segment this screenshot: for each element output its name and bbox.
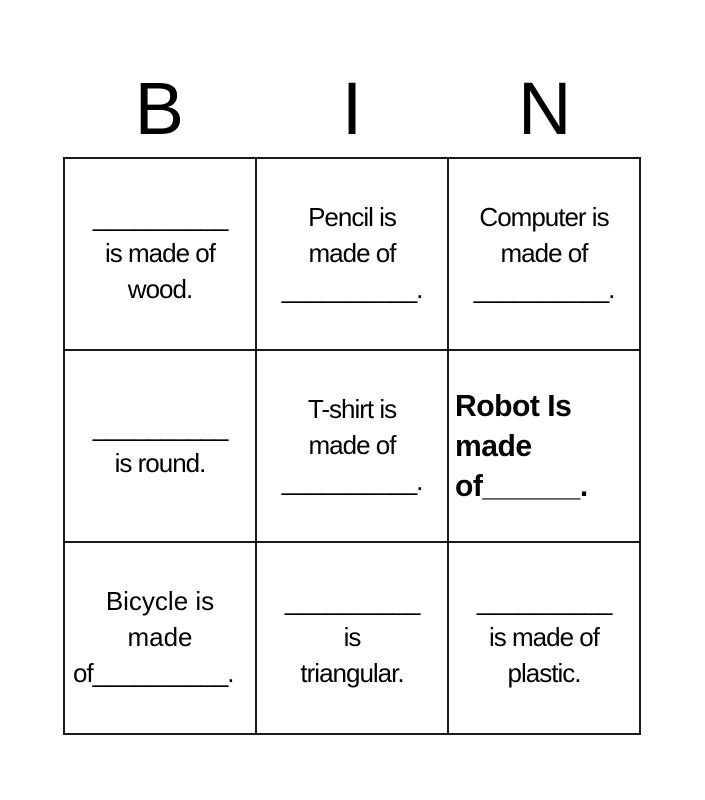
bingo-grid: __________ is made of wood. Pencil is ma… xyxy=(63,157,641,735)
bingo-cell-text: T-shirt is made of __________. xyxy=(281,394,424,496)
bingo-cell-line-1: Bicycle is xyxy=(105,586,215,617)
bingo-cell-text-bold: Robot Is made of______. xyxy=(455,388,588,503)
bingo-cell-text: __________ is round. xyxy=(92,412,229,478)
bingo-cell-r3c3[interactable]: __________ is made of plastic. xyxy=(449,543,641,735)
bingo-cell-text: Bicycle is made of__________. xyxy=(73,584,247,692)
bingo-cell-r2c3[interactable]: Robot Is made of______. xyxy=(449,351,641,543)
header-letter-i: I xyxy=(341,66,363,150)
bingo-cell-r1c3[interactable]: Computer is made of __________. xyxy=(449,159,641,351)
header-letter-n: N xyxy=(517,66,572,150)
bingo-cell-r3c2[interactable]: __________ is triangular. xyxy=(257,543,449,735)
header-letter-b: B xyxy=(134,66,185,150)
bingo-cell-text: Computer is made of __________. xyxy=(473,202,616,304)
bingo-cell-text: Pencil is made of __________. xyxy=(281,202,424,304)
bingo-cell-line-2: made xyxy=(127,622,193,653)
bingo-cell-text: __________ is triangular. xyxy=(284,586,421,688)
bingo-cell-text: __________ is made of wood. xyxy=(92,202,229,304)
bingo-cell-r1c1[interactable]: __________ is made of wood. xyxy=(65,159,257,351)
bingo-cell-r2c1[interactable]: __________ is round. xyxy=(65,351,257,543)
bingo-cell-r2c2[interactable]: T-shirt is made of __________. xyxy=(257,351,449,543)
bingo-cell-text: __________ is made of plastic. xyxy=(476,586,613,688)
bingo-cell-r3c1[interactable]: Bicycle is made of__________. xyxy=(65,543,257,735)
bingo-cell-r1c2[interactable]: Pencil is made of __________. xyxy=(257,159,449,351)
bingo-header-row: B I N xyxy=(63,60,641,157)
bingo-cell-line-3: of__________. xyxy=(73,657,235,688)
